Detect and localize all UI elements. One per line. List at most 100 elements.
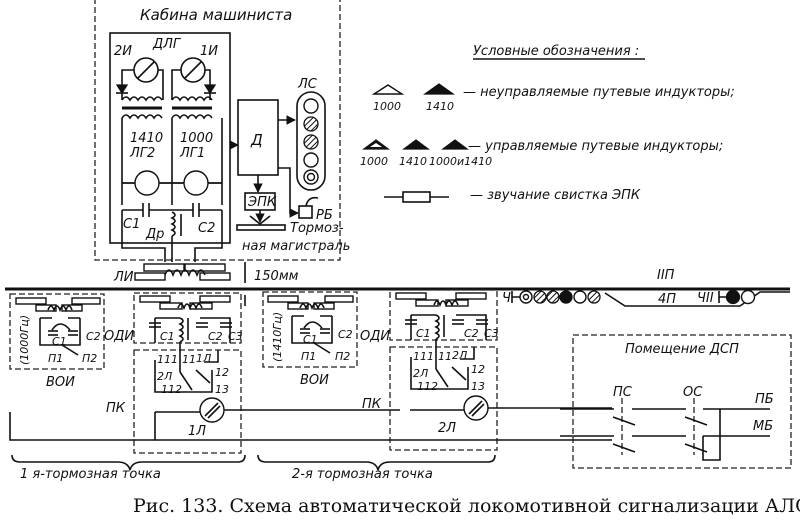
- pk-2-contact-112: 112: [417, 380, 438, 393]
- figure-caption: Рис. 133. Схема автоматической локомотив…: [133, 495, 800, 517]
- loco-inductor-coil: [164, 269, 206, 278]
- cabin-c1-label: С1: [123, 217, 140, 232]
- odi-1-c1-label: С1: [160, 330, 175, 343]
- legend-whistle-icon: [402, 191, 431, 203]
- voi-1-label: ВОИ: [46, 375, 75, 390]
- switch-ps-label: ПС: [613, 385, 633, 400]
- pk-1-contact-112: 112: [161, 383, 182, 396]
- pk-1-relay-2l: 2Л: [157, 370, 172, 383]
- legend-whistle-label: — звучание свистка ЭПК: [470, 188, 641, 203]
- brake-point-2: С1 С2 С3 ОДИ ПК 111 11 2Л 2Л 12 13 112 2…: [360, 289, 499, 451]
- legend: Условные обозначения : 1000 1410 — неупр…: [360, 44, 735, 203]
- legend-controlled-both-label: 1000и1410: [429, 155, 492, 168]
- track-4p-siding: [604, 291, 790, 307]
- odi-1-c2-label: С2: [208, 330, 223, 343]
- voi-2: (1410Гц) С1 С2 П1 П2 ВОИ: [262, 291, 358, 388]
- light-signal-label: ЛС: [297, 77, 318, 92]
- signal-ch-lamp-6-icon: [587, 290, 601, 304]
- voi-2-p2-label: П2: [335, 350, 350, 363]
- voi-2-c1-label: С1: [303, 333, 318, 346]
- pb-label: ПБ: [755, 392, 774, 407]
- signal-chii-lamp-1-icon: [725, 289, 741, 305]
- relay-2l-label: 2Л: [438, 421, 456, 436]
- voi-1-c2-label: С2: [86, 330, 101, 343]
- pk-2-contact-13: 13: [471, 380, 485, 393]
- switch-os-contact-2[interactable]: [684, 443, 708, 453]
- generator-lg2-icon: [134, 170, 160, 196]
- brake-pipe: [236, 224, 286, 231]
- switch-ps-contact-1[interactable]: [612, 416, 636, 426]
- voi-2-label: ВОИ: [300, 373, 329, 388]
- dlg-label: ДЛГ: [152, 37, 182, 52]
- pk-2-border: [389, 346, 498, 451]
- generator-lg2-label: ЛГ2: [129, 146, 155, 161]
- voi-1-freq-label: (1000Гц): [18, 315, 31, 365]
- odi-2-c1-label: С1: [416, 327, 431, 340]
- gap-label: 150мм: [254, 269, 299, 284]
- pk-2-contact-111: 111: [413, 350, 434, 363]
- coil-1: [171, 96, 213, 102]
- signal-ch-label: Ч: [502, 291, 511, 306]
- line-wires: [9, 407, 612, 441]
- switch-os-contact-1[interactable]: [684, 416, 708, 426]
- brake-line-label-2: ная магистраль: [242, 239, 350, 254]
- meter-2i-icon: [115, 57, 164, 100]
- brake-point-1-label: 1 я-тормозная точка: [20, 467, 161, 482]
- brake-point-1: С1 С2 С3 ОДИ ПК 111 11 1Л 2Л 12 13 112 1…: [104, 292, 400, 454]
- brace-1: [11, 454, 246, 471]
- brake-line-label-1: Тормоз-: [290, 221, 344, 236]
- pk-2-contact-11: 11: [438, 350, 452, 363]
- light-signal-housing: [296, 91, 326, 191]
- pk-1-contact-12: 12: [215, 366, 229, 379]
- cabin-title: Кабина машиниста: [140, 6, 292, 24]
- pk-2-relay-2l: 2Л: [413, 367, 428, 380]
- relay-1l-label: 1Л: [188, 424, 206, 439]
- receiver-box: [109, 32, 231, 244]
- pk-1-contact-13: 13: [215, 383, 229, 396]
- voi-1-p1-label: П1: [48, 352, 63, 365]
- odi-1-c3-label: С3: [228, 330, 243, 343]
- generator-lg1-label: ЛГ1: [179, 146, 205, 161]
- odi-1-border: [133, 292, 242, 344]
- pk-2-contact-12: 12: [471, 363, 485, 376]
- signal-ch-lamp-3-icon: [546, 290, 560, 304]
- pk-1-contact-111: 111: [157, 353, 178, 366]
- voi-2-c2-label: С2: [338, 328, 353, 341]
- pk-1-label: ПК: [106, 401, 126, 416]
- legend-controlled-both-icon: [441, 139, 469, 150]
- freq-1410-label: 1410: [130, 131, 163, 146]
- coil-2: [121, 96, 163, 102]
- legend-uncontrolled-1410-icon: [422, 83, 456, 95]
- generator-lg1-icon: [183, 170, 209, 196]
- odi-2-border: [389, 289, 498, 341]
- signal-chii-lamp-2-icon: [740, 289, 756, 305]
- ls-lamp-white-icon: [303, 98, 319, 114]
- dsp-room-border: [572, 334, 792, 469]
- cabin-section: Кабина машиниста ДЛГ 2И 1И 1410: [94, 0, 350, 306]
- signal-ch-lamp-5-icon: [573, 290, 587, 304]
- pk-2-label: ПК: [362, 397, 382, 412]
- pk-2-relay-2l-top: 2Л: [452, 349, 467, 362]
- signal-ch-lamp-4-icon: [559, 290, 573, 304]
- legend-controlled-label: — управляемые путевые индукторы;: [468, 139, 723, 154]
- dsp-wiring: [560, 408, 770, 461]
- indicator-1-label: 1И: [200, 44, 218, 59]
- cabin-border: [94, 0, 341, 261]
- loco-inductor-label: ЛИ: [113, 270, 134, 285]
- ls-lamp-yellow-icon: [303, 116, 319, 132]
- mb-label: МБ: [753, 419, 773, 434]
- freq-1000-label: 1000: [180, 131, 213, 146]
- signal-chii-label: ЧII: [697, 291, 714, 306]
- legend-uncontrolled-1000-label: 1000: [373, 100, 401, 113]
- voi-1: (1000Гц) С1 С2 П1 П2 ВОИ: [9, 293, 105, 390]
- switch-ps-contact-2[interactable]: [612, 443, 636, 453]
- choke-icon: [170, 211, 176, 237]
- voi-1-border: [9, 293, 105, 370]
- epk-label: ЭПК: [247, 195, 277, 210]
- cabin-c2-label: С2: [198, 221, 215, 236]
- legend-uncontrolled-label: — неуправляемые путевые индукторы;: [463, 85, 735, 100]
- odi-2-c2-label: С2: [464, 327, 479, 340]
- odi-2-c3-label: С3: [484, 327, 499, 340]
- pk-1-contact-11: 11: [182, 353, 196, 366]
- odi-1-label: ОДИ: [104, 329, 134, 344]
